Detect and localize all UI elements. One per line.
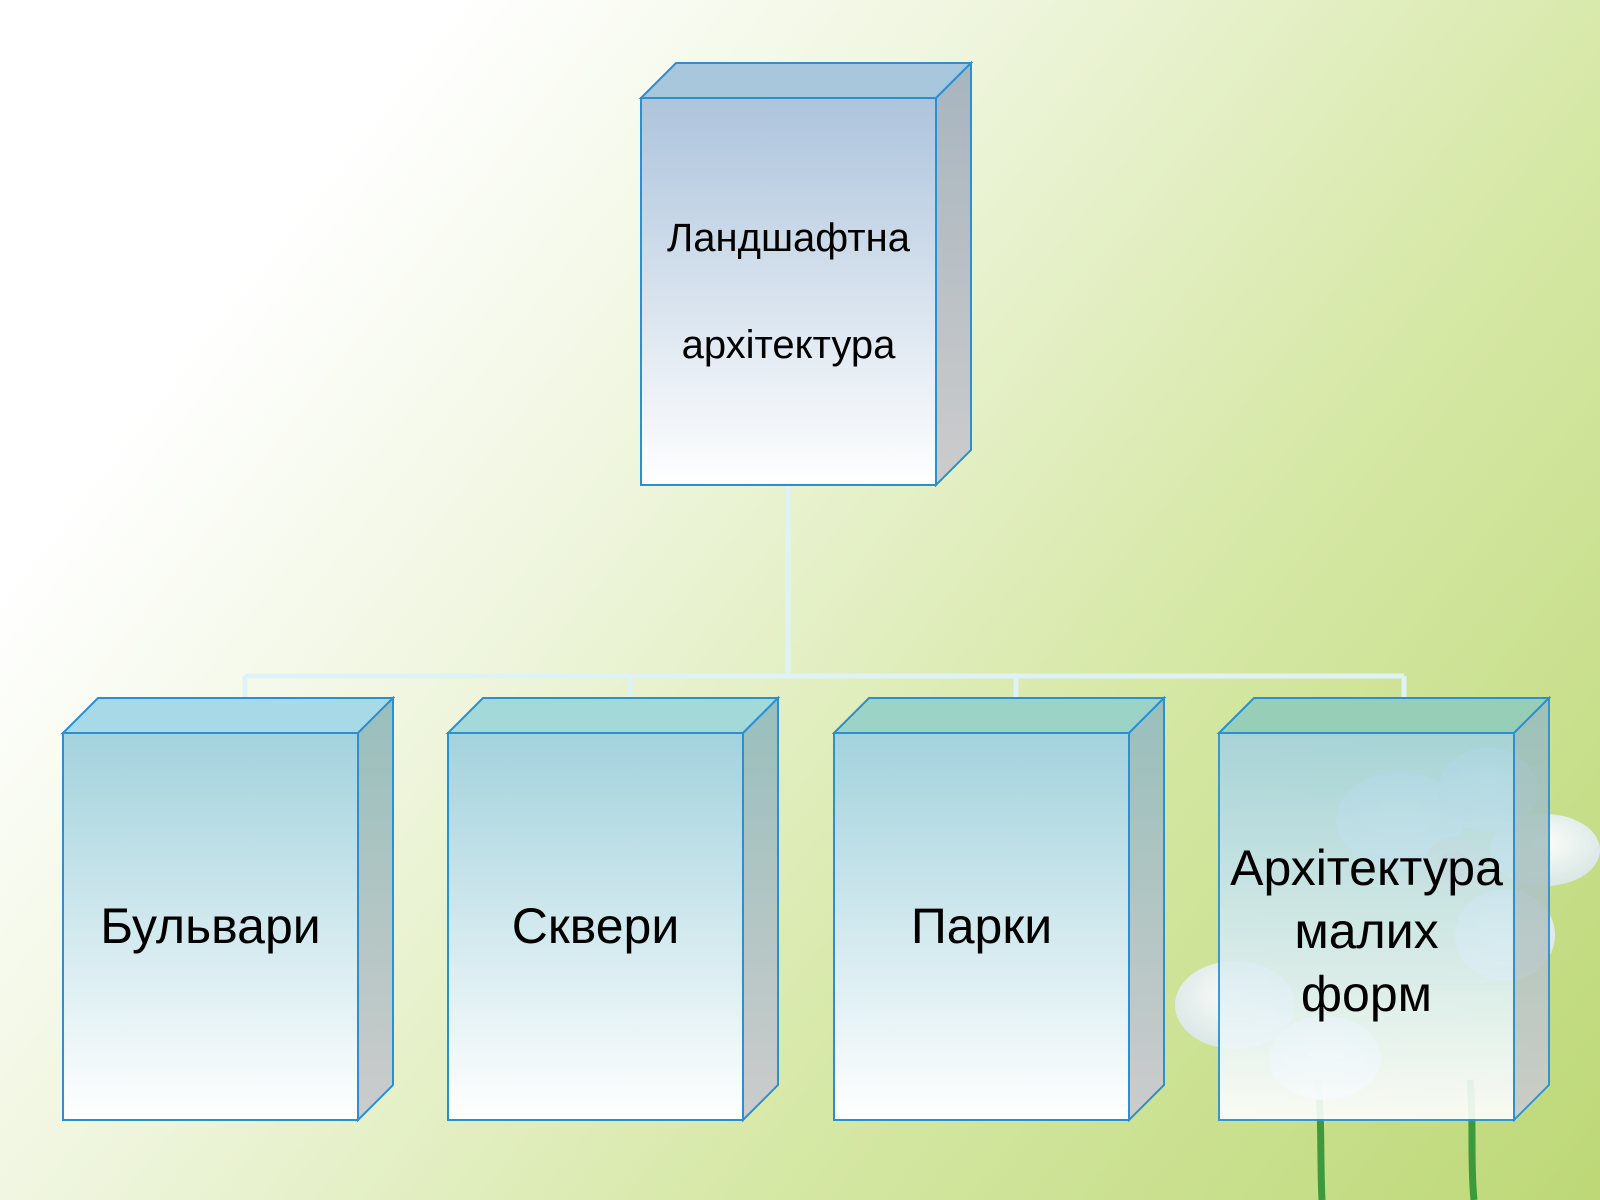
root-label-line-2: архітектура: [681, 322, 896, 367]
child-label-line: Сквери: [511, 898, 680, 954]
child-node-label-3: Парки: [834, 733, 1129, 1120]
root-node-label: Ландшафтна архітектура: [641, 98, 936, 485]
child-box-3: [831, 695, 1167, 1123]
root-box-front: [640, 97, 937, 486]
child-node-label-4: Архітектура малих форм: [1209, 745, 1524, 1117]
child-label-line: Парки: [910, 898, 1053, 954]
child-node-label-2: Сквери: [448, 733, 743, 1120]
child-box-2: [445, 695, 781, 1123]
child-label-line: Архітектура: [1230, 839, 1503, 896]
child-label-line: малих: [1294, 902, 1439, 959]
root-label-line-1: Ландшафтна: [667, 215, 910, 260]
child-box-1: [60, 695, 396, 1123]
child-label-line: Бульвари: [100, 898, 321, 954]
child-label-line: форм: [1300, 965, 1433, 1022]
child-node-label-1: Бульвари: [63, 733, 358, 1120]
child-box-4: [1216, 695, 1552, 1123]
